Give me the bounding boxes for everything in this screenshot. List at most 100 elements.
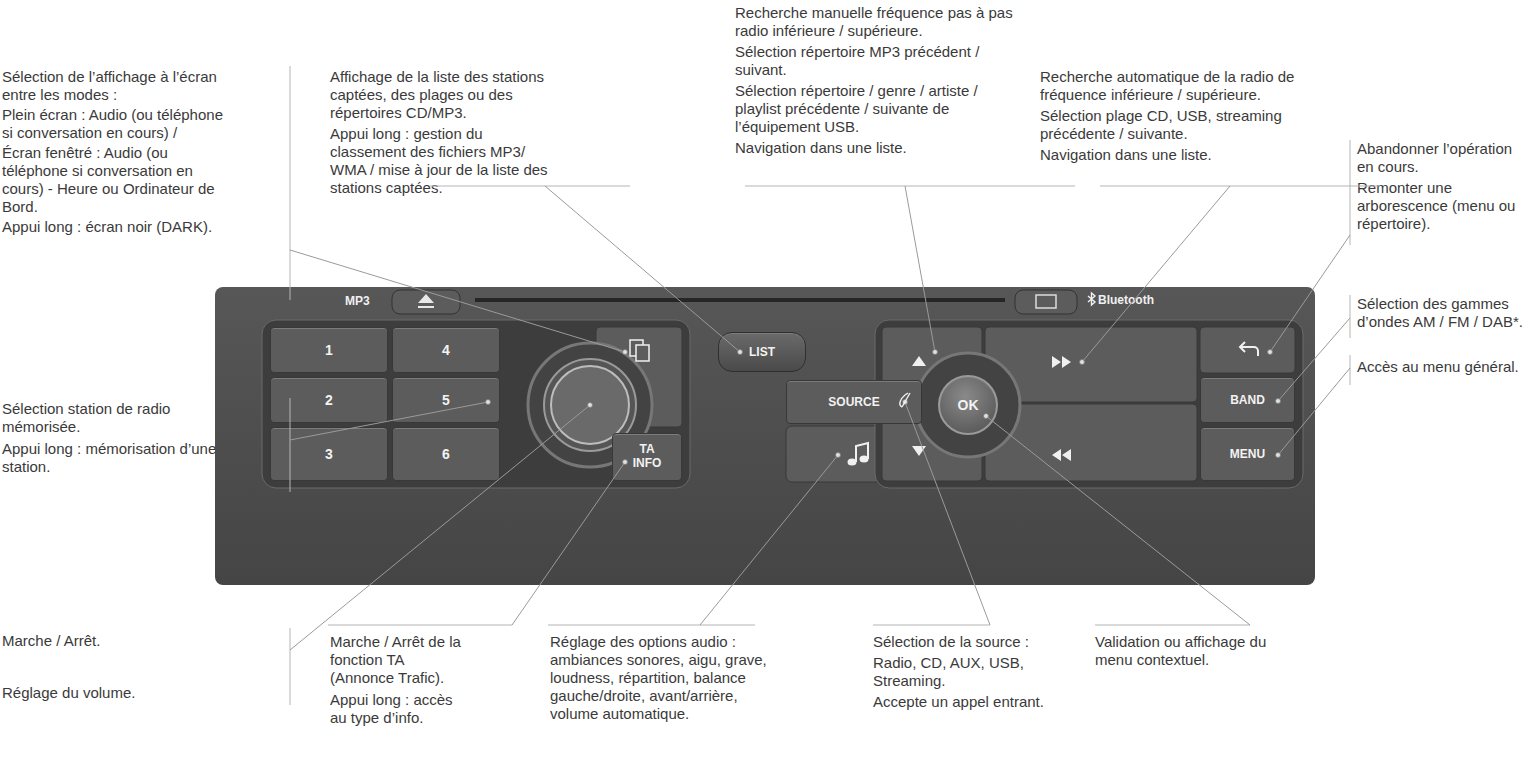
callout-text: Accès au menu général.: [1357, 358, 1527, 376]
separator-line: [1350, 355, 1351, 385]
separator-line: [328, 625, 512, 626]
button-label: 2: [325, 392, 333, 408]
separator-line: [548, 625, 755, 626]
callout-text: Réglage des options audio :: [550, 633, 790, 651]
eject-button: [392, 290, 460, 314]
leader-line: [290, 405, 590, 650]
cd-symbol: [1036, 295, 1056, 308]
callout-text: Sélection de l’affichage à l’écran entre…: [2, 68, 230, 104]
separator-line: [1095, 625, 1250, 626]
callout-text: Recherche automatique de la radio de fré…: [1040, 68, 1325, 104]
rewind-symbol: [1052, 449, 1071, 461]
separator-line: [290, 398, 291, 492]
callout-text: Sélection plage CD, USB, streaming précé…: [1040, 107, 1325, 143]
display-mode-symbol: [636, 345, 649, 361]
leader-dot: [933, 350, 938, 355]
button-cluster: [875, 320, 1303, 488]
cd-slot: [475, 298, 1005, 302]
volume-knob-bezel: [544, 359, 636, 451]
separator-line: [1100, 186, 1380, 187]
leader-dot: [588, 403, 593, 408]
separator-line: [430, 186, 630, 187]
phone-symbol: [900, 393, 910, 407]
callout-text: Sélection de la source :: [873, 633, 1058, 651]
leader-dot: [1276, 453, 1281, 458]
list-button: LIST: [718, 332, 806, 372]
volume-knob-ring: [528, 343, 652, 467]
leader-dot: [738, 350, 743, 355]
callout-text: Sélection répertoire MP3 précédent / sui…: [735, 43, 1013, 79]
ok-knob-ring: [916, 353, 1020, 457]
up-arrow-symbol: [912, 356, 926, 366]
leader-line: [700, 455, 838, 625]
callout-text: Validation ou affichage du menu contextu…: [1095, 633, 1295, 669]
leader-line: [290, 250, 625, 352]
button-label: 4: [442, 342, 450, 358]
menu-button: MENU: [1200, 427, 1295, 481]
leader-dot: [623, 350, 628, 355]
source-button: SOURCE: [786, 380, 922, 424]
music-note-symbol: [860, 456, 869, 463]
music-note-symbol: [856, 443, 868, 462]
button-label: BAND: [1230, 393, 1265, 407]
callout-text: Appui long : gestion du classement des f…: [330, 125, 548, 197]
button-label: 6: [442, 446, 450, 462]
leader-line: [1278, 318, 1350, 401]
callout-text: Accepte un appel entrant.: [873, 693, 1058, 711]
callout-text: Remonter une arborescence (menu ou réper…: [1357, 179, 1522, 233]
leader-line: [545, 186, 740, 352]
back-button: [1200, 327, 1295, 373]
callout-text: ambiances sonores, aigu, grave, loudness…: [550, 651, 790, 723]
button-label: LIST: [749, 345, 775, 359]
preset-button: 5: [392, 377, 500, 423]
leader-line: [1270, 235, 1350, 352]
separator-line: [873, 625, 990, 626]
callout-text: Sélection station de radio mémorisée.: [2, 400, 232, 436]
callout-text: Navigation dans une liste.: [1040, 146, 1325, 164]
callout-text: Sélection des gammes d’ondes AM / FM / D…: [1357, 295, 1527, 331]
leader-dot: [486, 400, 491, 405]
callout-text: Abandonner l’opération en cours.: [1357, 140, 1522, 176]
callout-text: Recherche manuelle fréquence pas à pas r…: [735, 4, 1013, 40]
callout-text: Appui long : mémorisation d’une station.: [2, 440, 232, 476]
leader-line: [905, 186, 935, 352]
leader-dot: [1268, 350, 1273, 355]
leader-line: [905, 402, 990, 625]
callout-text: Radio, CD, AUX, USB, Streaming.: [873, 654, 1058, 690]
callout-text: Appui long : accès au type d’info.: [330, 691, 470, 727]
ta-info-button: TA INFO: [612, 433, 682, 481]
preset-button: 6: [392, 427, 500, 481]
bluetooth-symbol: [1088, 293, 1095, 305]
callout-text: Affichage de la liste des stations capté…: [330, 68, 548, 122]
leader-line: [290, 402, 488, 440]
button-label: 5: [442, 392, 450, 408]
ok-knob: OK: [938, 375, 998, 435]
leader-dot: [903, 400, 908, 405]
down-arrow-symbol: [912, 446, 926, 456]
separator-line: [290, 66, 291, 300]
fast-forward-symbol: [1052, 356, 1071, 368]
cd-button: [1015, 290, 1077, 314]
eject-symbol: [418, 294, 434, 308]
preset-button: 2: [270, 377, 388, 423]
button-label: 3: [325, 446, 333, 462]
callout-text: Navigation dans une liste.: [735, 139, 1013, 157]
brand-marking: Bluetooth: [1098, 293, 1154, 307]
leader-dot: [1276, 399, 1281, 404]
volume-knob: [551, 366, 629, 444]
separator-line: [1350, 295, 1351, 338]
button-label: 1: [325, 342, 333, 358]
button-cluster: [262, 320, 690, 488]
button-label: OK: [958, 397, 979, 413]
separator-line: [745, 186, 1075, 187]
brand-marking: MP3: [345, 294, 370, 308]
leader-line: [986, 416, 1250, 625]
leader-dot: [1080, 360, 1085, 365]
callout-text: Écran fenêtré : Audio (ou téléphone si c…: [2, 144, 230, 216]
callout-text: Marche / Arrêt de la fonction TA (Annonc…: [330, 633, 470, 687]
callout-text: Sélection répertoire / genre / artiste /…: [735, 82, 1013, 136]
preset-button: 1: [270, 327, 388, 373]
music-note-symbol: [848, 459, 857, 466]
separator-line: [1350, 140, 1351, 245]
button-label: SOURCE: [828, 395, 879, 409]
